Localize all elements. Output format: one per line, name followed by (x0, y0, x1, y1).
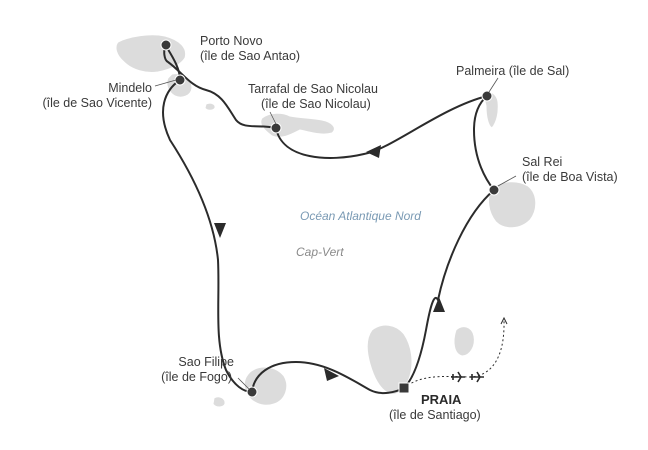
leader-line-palmeira (488, 77, 499, 93)
leader-line-sao-filipe (237, 377, 250, 390)
route-sal-rei-to-palmeira (473, 95, 495, 191)
port-markers (160, 39, 500, 398)
arrow-icon (433, 297, 445, 312)
label-porto-novo-island: (île de Sao Antao) (200, 49, 300, 63)
arrow-icon (214, 223, 226, 238)
label-sal-rei-name: Sal Rei (522, 155, 562, 169)
port-marker-mindelo[interactable] (174, 74, 186, 86)
leader-lines (154, 77, 517, 390)
leader-line-tarrafal (269, 111, 277, 125)
label-porto-novo-name: Porto Novo (200, 34, 263, 48)
arrow-icon (366, 145, 381, 158)
port-marker-tarrafal[interactable] (270, 122, 282, 134)
port-marker-porto-novo[interactable] (160, 39, 172, 51)
route-sao-filipe-to-praia (251, 361, 405, 395)
label-palmeira: Palmeira (île de Sal) (456, 64, 569, 78)
island-santa-luzia (204, 102, 216, 111)
label-sal-rei-island: (île de Boa Vista) (522, 170, 618, 184)
label-tarrafal-island: (île de Sao Nicolau) (261, 97, 371, 111)
label-mindelo-name: Mindelo (108, 81, 152, 95)
arrow-icon (324, 368, 339, 381)
label-mindelo-island: (île de Sao Vicente) (42, 96, 152, 110)
port-marker-sal-rei[interactable] (488, 184, 500, 196)
label-praia-island: (île de Santiago) (389, 408, 481, 422)
island-boa-vista (488, 181, 537, 229)
island-brava (212, 396, 226, 408)
label-tarrafal-name: Tarrafal de Sao Nicolau (248, 82, 378, 96)
label-ocean: Océan Atlantique Nord (300, 209, 421, 223)
port-marker-praia-embarkation-square-icon[interactable] (398, 382, 410, 394)
route-palmeira-to-tarrafal (275, 95, 488, 159)
port-marker-palmeira[interactable] (481, 90, 493, 102)
airplane-icon (470, 371, 484, 383)
island-fogo (243, 366, 288, 406)
port-labels: Porto Novo (île de Sao Antao) Mindelo (î… (42, 34, 617, 422)
route-praia-to-sal-rei (403, 189, 495, 389)
label-sao-filipe-name: Sao Filipe (178, 355, 234, 369)
direction-arrows (214, 145, 445, 381)
route-mindelo-to-sao-filipe (162, 79, 253, 393)
port-marker-sao-filipe[interactable] (246, 386, 258, 398)
label-praia-name: PRAIA (421, 392, 462, 407)
airplane-icons (451, 371, 484, 383)
label-country: Cap-Vert (296, 245, 344, 259)
airplane-icon (451, 371, 465, 383)
leader-line-mindelo (154, 79, 177, 87)
label-sao-filipe-island: (île de Fogo) (161, 370, 232, 384)
route-tarrafal-to-porto-novo (163, 45, 277, 129)
island-maio (453, 326, 475, 357)
flight-path-arrow (500, 316, 508, 325)
leader-line-sal-rei (497, 175, 517, 187)
